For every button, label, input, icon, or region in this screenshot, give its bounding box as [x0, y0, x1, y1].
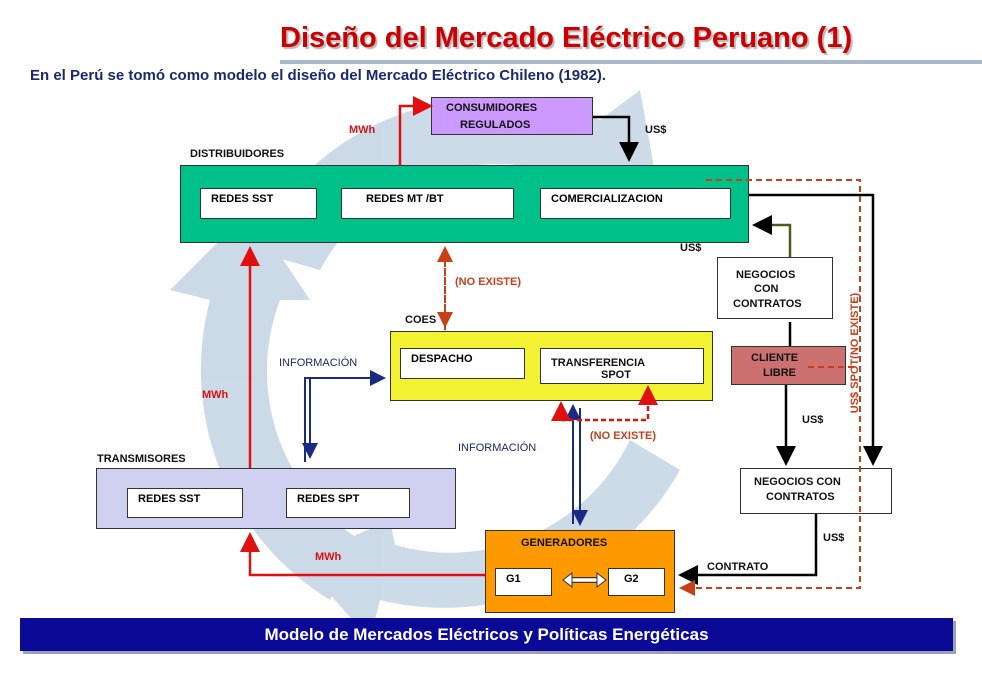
coes-despacho: DESPACHO — [400, 348, 525, 379]
negocios-bottom-line2: CONTRATOS — [766, 491, 835, 503]
trans-redes-sst: REDES SST — [127, 488, 243, 518]
negocios-top-line3: CONTRATOS — [733, 298, 802, 310]
label-mwh-left: MWh — [202, 389, 229, 401]
coes-transferencia-spot: TRANSFERENCIA SPOT — [540, 348, 704, 384]
label-usd-dist: US$ — [680, 242, 702, 254]
negocios-top-line2: CON — [754, 283, 779, 295]
negocios-top-line1: NEGOCIOS — [736, 269, 796, 281]
transferencia-line2: SPOT — [601, 369, 631, 381]
generadores-label: GENERADORES — [521, 537, 608, 549]
page-title: Diseño del Mercado Eléctrico Peruano (1) — [280, 22, 853, 54]
coes-box: DESPACHO TRANSFERENCIA SPOT — [390, 331, 713, 401]
transmisores-box: REDES SST REDES SPT — [96, 468, 456, 529]
label-contrato: CONTRATO — [707, 561, 769, 573]
footer-banner: Modelo de Mercados Eléctricos y Política… — [20, 618, 953, 651]
generadores-box: GENERADORES G1 G2 — [485, 530, 675, 613]
transmisores-label: TRANSMISORES — [97, 453, 186, 465]
coes-label: COES — [405, 314, 437, 326]
label-mwh-top: MWh — [349, 124, 376, 136]
label-no-existe-1: (NO EXISTE) — [455, 276, 522, 288]
distribuidores-box: REDES SST REDES MT /BT COMERCIALIZACION — [180, 165, 749, 243]
negocios-contratos-top-box: NEGOCIOS CON CONTRATOS — [717, 257, 833, 319]
cliente-libre-box: CLIENTE LIBRE — [731, 346, 846, 385]
dist-redes-mt-bt: REDES MT /BT — [341, 188, 514, 219]
page-subtitle: En el Perú se tomó como modelo el diseño… — [30, 67, 606, 84]
label-usd-spot: US$ SPOT(NO EXISTE) — [849, 292, 861, 414]
generador-g2: G2 — [608, 568, 665, 596]
generador-g1: G1 — [495, 568, 552, 596]
label-informacion-2: INFORMACIÓN — [458, 442, 537, 454]
label-usd-bottom: US$ — [823, 532, 845, 544]
label-informacion-1: INFORMACIÓN — [279, 357, 358, 369]
consumidores-line1: CONSUMIDORES — [446, 102, 538, 114]
consumidores-regulados-box: CONSUMIDORES REGULADOS — [431, 97, 593, 135]
consumidores-line2: REGULADOS — [460, 119, 531, 131]
label-mwh-bottom: MWh — [315, 551, 342, 563]
transferencia-line1: TRANSFERENCIA — [551, 357, 646, 369]
label-no-existe-2: (NO EXISTE) — [590, 430, 657, 442]
label-usd-cliente: US$ — [802, 414, 824, 426]
dist-redes-sst: REDES SST — [200, 188, 317, 219]
cliente-line2: LIBRE — [763, 367, 796, 379]
cliente-line1: CLIENTE — [751, 352, 799, 364]
negocios-contratos-bottom-box: NEGOCIOS CON CONTRATOS — [740, 468, 892, 514]
negocios-bottom-line1: NEGOCIOS CON — [754, 476, 841, 488]
trans-redes-spt: REDES SPT — [286, 488, 410, 518]
dist-comercializacion: COMERCIALIZACION — [540, 188, 731, 219]
label-usd-top: US$ — [645, 124, 667, 136]
distribuidores-label: DISTRIBUIDORES — [190, 148, 285, 160]
title-underline — [280, 60, 982, 64]
